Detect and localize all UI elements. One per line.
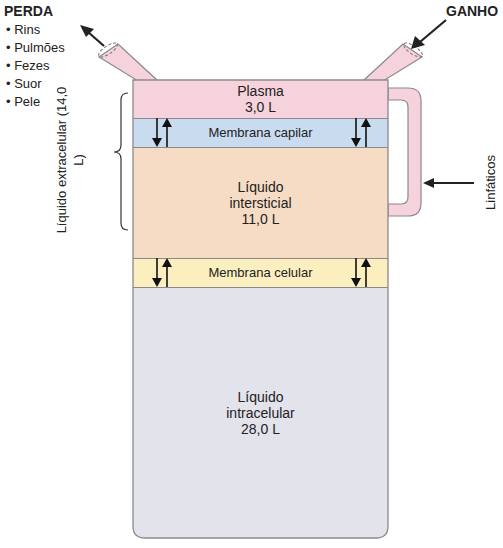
arrow-head <box>411 36 425 49</box>
arrow-head <box>351 278 361 287</box>
arrow-head <box>162 118 172 127</box>
arrow-head <box>162 258 172 267</box>
flow-arrow <box>355 258 357 279</box>
rotated-label: Linfáticos <box>482 143 499 223</box>
lymphatic-arrow <box>432 182 474 184</box>
compartment-box: Líquido intracelular28,0 L <box>133 287 388 538</box>
loss-spout <box>99 44 158 81</box>
heading-label: GANHO <box>446 3 498 20</box>
arrow-head <box>361 258 371 267</box>
node-title: Líquido intracelular <box>211 389 311 421</box>
node-title: Líquido intersticial <box>213 179 308 211</box>
bracket <box>114 93 128 230</box>
jug-border <box>133 80 388 538</box>
gain-arrow <box>420 20 446 42</box>
flow-arrow <box>166 126 168 147</box>
plasma-band: Plasma3,0 L <box>133 80 388 118</box>
list-item: • Pele <box>6 93 40 110</box>
compartment-box: Líquido intersticial11,0 L <box>133 147 388 258</box>
heading-label: PERDA <box>4 3 53 20</box>
arrow-head <box>423 178 434 188</box>
volume-value: 11,0 L <box>242 211 280 227</box>
flow-arrow <box>355 118 357 139</box>
arrow-head <box>351 138 361 147</box>
list-item: • Pulmões <box>6 39 65 56</box>
membrane-band: Membrana capilar <box>133 118 388 147</box>
node-title: Plasma <box>237 83 284 99</box>
arrow-head <box>152 278 162 287</box>
volume-value: 3,0 L <box>245 99 276 115</box>
arrow-head <box>361 118 371 127</box>
list-item: • Suor <box>6 75 42 92</box>
node-title: Membrana celular <box>208 265 312 281</box>
arrow-head <box>152 138 162 147</box>
flow-arrow <box>156 258 158 279</box>
membrane-band: Membrana celular <box>133 258 388 287</box>
flow-arrow <box>156 118 158 139</box>
flow-arrow <box>365 266 367 287</box>
loss-arrow <box>88 32 104 46</box>
lymphatic-handle <box>388 88 421 216</box>
list-item: • Rins <box>6 21 40 38</box>
flow-arrow <box>365 126 367 147</box>
arrow-head <box>80 25 94 37</box>
list-item: • Fezes <box>6 57 50 74</box>
gain-spout <box>363 44 422 81</box>
rotated-label: Líquido extracelular (14,0 L) <box>53 85 87 235</box>
volume-value: 28,0 L <box>241 421 280 437</box>
node-title: Membrana capilar <box>208 125 312 141</box>
flow-arrow <box>166 266 168 287</box>
